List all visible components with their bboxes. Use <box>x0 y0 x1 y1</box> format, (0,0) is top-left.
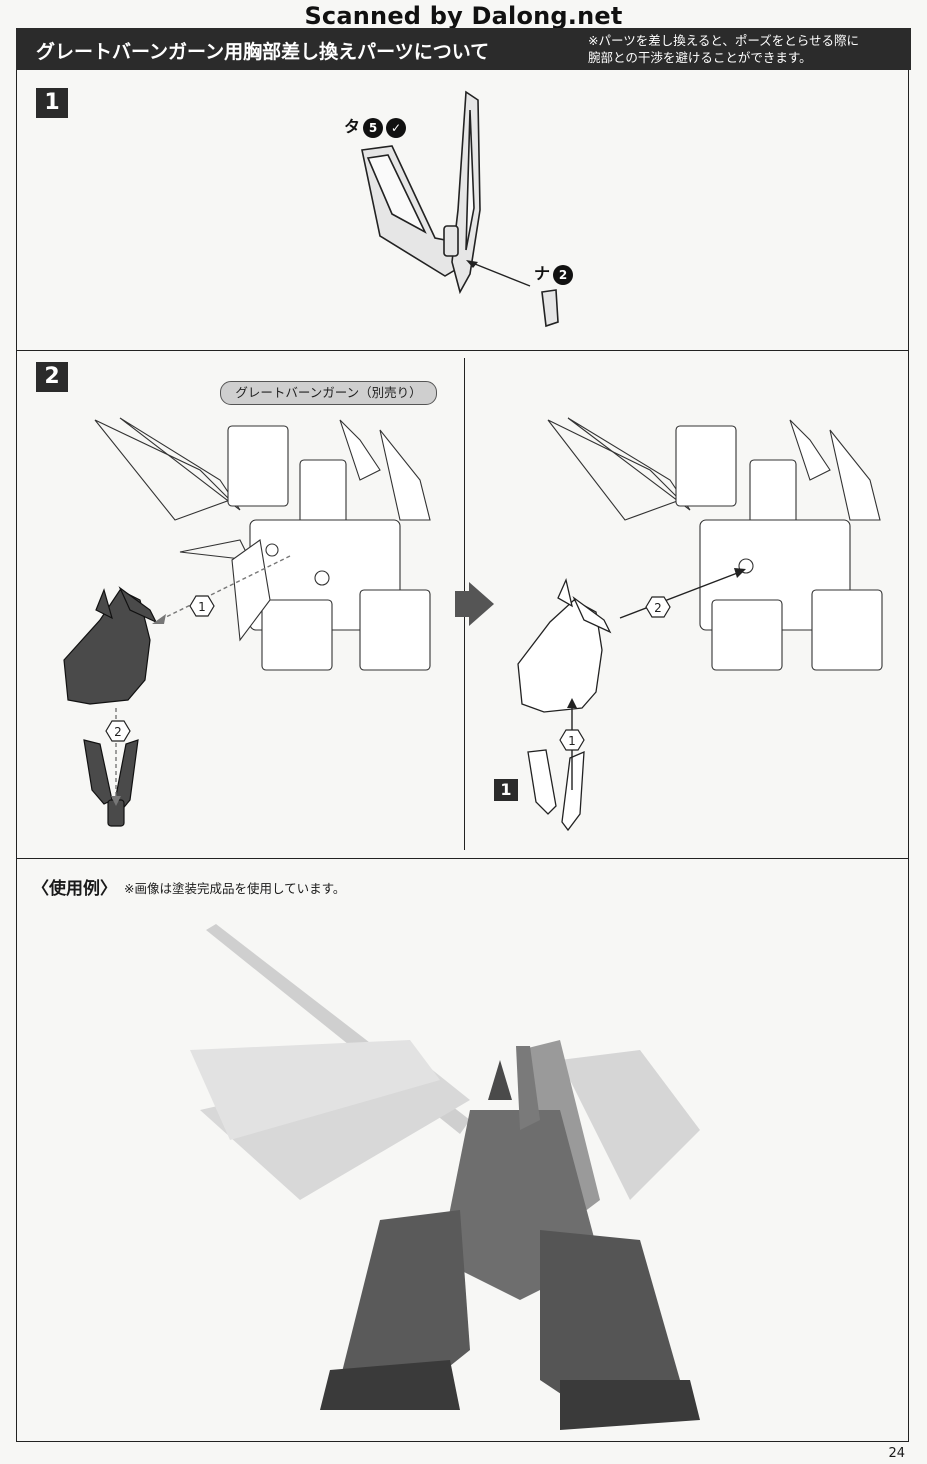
callout-left-2-text: 2 <box>114 725 122 739</box>
divider-step2 <box>16 858 909 859</box>
example-note: ※画像は塗装完成品を使用しています。 <box>124 881 346 896</box>
left-arrowhead-1 <box>152 614 166 624</box>
callout-right-2 <box>645 596 671 618</box>
chest-part-ta-outline <box>527 749 585 832</box>
part-ta-letter: タ <box>344 117 361 136</box>
divider-step1 <box>16 350 909 351</box>
manual-frame <box>16 70 909 1442</box>
callout-hexagons-left <box>105 595 215 742</box>
watermark: Scanned by Dalong.net <box>304 2 623 30</box>
part-ta-tool-icon: ✓ <box>386 117 407 138</box>
step-1-badge: 1 <box>36 88 68 118</box>
header-note-line-1: ※パーツを差し換えると、ポーズをとらせる際に <box>588 33 859 48</box>
part-na-arrow <box>469 261 531 287</box>
part-na-letter: ナ <box>534 264 551 283</box>
step-2-badge: 2 <box>36 362 68 392</box>
part-na-number: 2 <box>553 264 574 285</box>
header-note-line-2: 腕部との干渉を避けることができます。 <box>588 50 812 65</box>
callout-left-1 <box>189 595 215 617</box>
robot-lineart-left <box>94 417 431 671</box>
chest-part-ta-dark <box>83 739 139 827</box>
callout-right-1-text: 1 <box>568 734 576 748</box>
callout-right-1 <box>559 729 585 751</box>
chest-part-ta-illustration <box>361 90 481 295</box>
right-arrowhead-1 <box>567 698 577 708</box>
step-arrow-icon <box>455 582 494 626</box>
header-bar <box>16 28 911 70</box>
page-title: グレートバーンガーン用胸部差し換えパーツについて <box>36 41 490 63</box>
callout-left-2 <box>105 720 131 742</box>
example-title: 〈使用例〉 <box>32 879 117 899</box>
part-ta-number: 5 <box>363 117 384 138</box>
robot-lineart-right <box>547 417 883 671</box>
right-arrowhead-2 <box>734 568 746 578</box>
chest-part-outline <box>517 577 612 713</box>
step-1-ref-badge: 1 <box>494 779 518 801</box>
left-arrow-1 <box>159 555 291 621</box>
part-na-illustration <box>541 289 559 328</box>
page-number: 24 <box>888 1446 905 1461</box>
callout-left-1-text: 1 <box>198 600 206 614</box>
part-na-arrowhead <box>466 260 478 268</box>
chest-part-dark <box>63 586 158 705</box>
header-note: ※パーツを差し換えると、ポーズをとらせる際に 腕部との干渉を避けることができます… <box>588 32 903 66</box>
left-arrowhead-2 <box>111 796 121 806</box>
right-arrow-2 <box>619 571 741 619</box>
example-figure-photo <box>190 924 700 1430</box>
callout-right-2-text: 2 <box>654 601 662 615</box>
separate-sale-pill: グレートバーンガーン（別売り） <box>220 381 437 405</box>
callout-hexagons-right <box>559 596 671 751</box>
